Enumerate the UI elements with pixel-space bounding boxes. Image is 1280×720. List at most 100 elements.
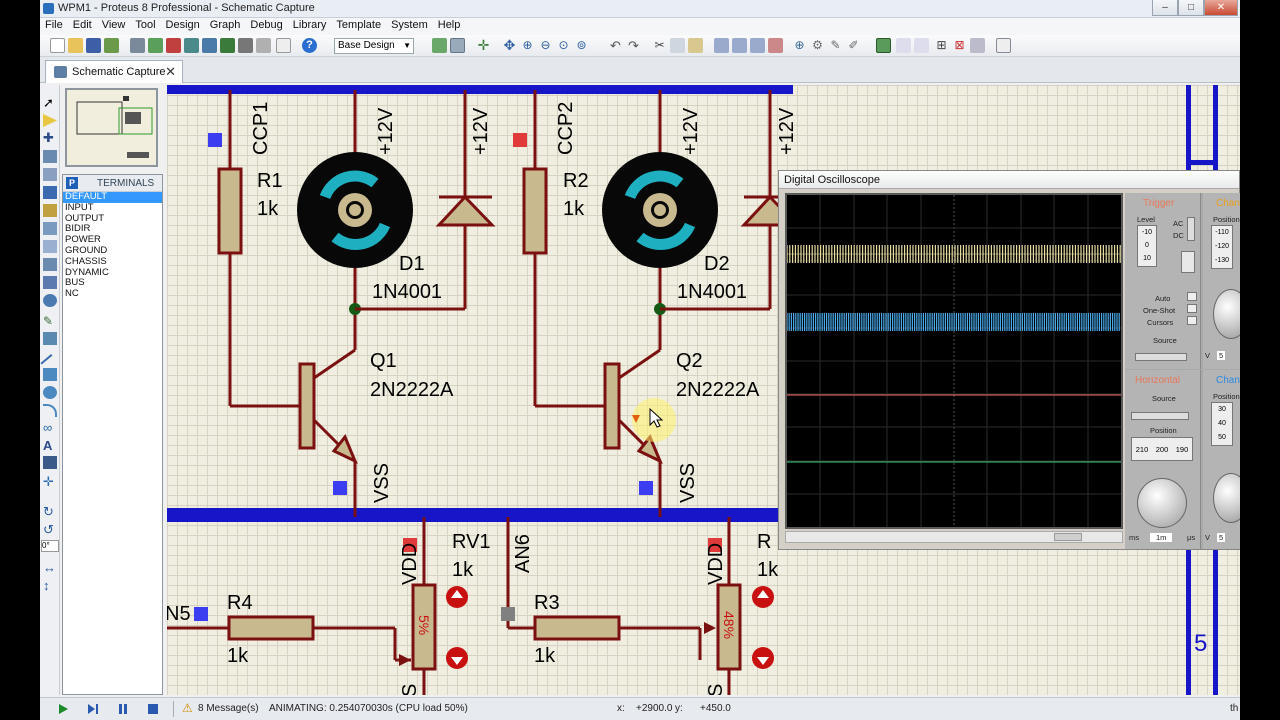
transistor-q1[interactable] (298, 362, 316, 450)
junction-mode-icon[interactable]: ✚ (43, 130, 54, 145)
timebase-value-field[interactable]: 1m (1150, 533, 1173, 542)
block-copy-icon[interactable] (714, 38, 729, 53)
transistor-q2[interactable] (603, 362, 621, 450)
terminal-item-power[interactable]: POWER (65, 234, 101, 246)
symbol-tool-icon[interactable] (43, 456, 57, 469)
wire-autorouter-icon[interactable] (876, 38, 891, 53)
instruments-mode-icon[interactable] (43, 332, 57, 345)
edge-select-switch[interactable] (1181, 251, 1195, 273)
undo-icon[interactable]: ↶ (610, 38, 621, 53)
packaging-tool-icon[interactable]: ✎ (830, 38, 841, 52)
menu-design[interactable]: Design (165, 19, 200, 31)
zoom-all-icon[interactable]: ⊙ (558, 38, 569, 52)
overview-window[interactable] (65, 88, 158, 167)
warning-icon[interactable]: ⚠ (182, 701, 193, 715)
terminal-item-ground[interactable]: GROUND (65, 244, 108, 256)
box-tool-icon[interactable] (43, 368, 57, 381)
make-device-icon[interactable]: ⚙ (812, 38, 823, 52)
design-explorer-icon[interactable] (220, 38, 235, 53)
zoom-in-icon[interactable]: ⊕ (522, 38, 533, 52)
arc-tool-icon[interactable] (43, 404, 57, 417)
terminal-an6[interactable] (501, 607, 515, 621)
netlist-icon[interactable] (996, 38, 1011, 53)
open-folder-icon[interactable] (68, 38, 83, 53)
terminal-item-input[interactable]: INPUT (65, 201, 94, 213)
zoom-out-icon[interactable]: ⊖ (540, 38, 551, 52)
cut-icon[interactable]: ✂ (654, 38, 665, 52)
block-delete-icon[interactable] (768, 38, 783, 53)
text-script-mode-icon[interactable] (43, 168, 57, 181)
terminal-ccp2[interactable] (513, 133, 527, 147)
mirror-vertical-icon[interactable]: ↕ (43, 578, 50, 593)
tape-recorder-icon[interactable] (43, 276, 57, 289)
path-tool-icon[interactable]: ∞ (43, 420, 53, 435)
maximize-button[interactable]: □ (1178, 0, 1204, 16)
rotate-cw-icon[interactable]: ↻ (43, 504, 54, 519)
pin-mode-icon[interactable] (43, 240, 57, 253)
trigger-source-slider[interactable] (1135, 353, 1187, 361)
stop-icon[interactable] (146, 702, 160, 716)
scrollbar-thumb[interactable] (1054, 533, 1082, 541)
decompose-icon[interactable]: ✐ (848, 38, 859, 52)
close-tab-icon[interactable]: ✕ (165, 64, 176, 79)
messages-count[interactable]: 8 Message(s) (198, 703, 259, 714)
terminal-vdd-right[interactable] (708, 538, 722, 552)
channel-a-volts-field[interactable]: 5 (1217, 351, 1226, 360)
component-mode-icon[interactable] (43, 114, 57, 127)
design-variant-select[interactable]: Base Design▼ (334, 38, 414, 54)
auto-toggle[interactable] (1187, 292, 1197, 301)
terminal-item-dynamic[interactable]: DYNAMIC (65, 266, 109, 278)
copy-icon[interactable] (670, 38, 685, 53)
refresh-icon[interactable] (432, 38, 447, 53)
oscilloscope-scrollbar[interactable] (785, 531, 1123, 543)
generator-mode-icon[interactable] (43, 294, 57, 307)
terminal-an5[interactable] (194, 607, 208, 621)
pause-icon[interactable] (116, 702, 130, 716)
one-shot-toggle[interactable] (1187, 304, 1197, 313)
menu-graph[interactable]: Graph (209, 19, 241, 31)
resistor-r2[interactable] (522, 167, 548, 255)
rotation-angle-field[interactable]: 0° (41, 540, 59, 552)
oscilloscope-titlebar[interactable]: Digital Oscilloscope (779, 171, 1239, 189)
menu-edit[interactable]: Edit (72, 19, 92, 31)
import-icon[interactable] (104, 38, 119, 53)
help-icon[interactable]: ? (302, 38, 317, 53)
marker-tool-icon[interactable]: ✛ (43, 474, 54, 489)
block-rotate-icon[interactable] (750, 38, 765, 53)
save-icon[interactable] (86, 38, 101, 53)
step-icon[interactable] (86, 702, 100, 716)
resistor-r3[interactable] (533, 615, 621, 641)
pan-icon[interactable]: ✥ (503, 37, 516, 53)
tab-schematic-capture[interactable]: Schematic Capture ✕ (45, 60, 183, 83)
paste-icon[interactable] (688, 38, 703, 53)
circle-tool-icon[interactable] (43, 386, 57, 399)
pick-device-icon[interactable]: ⊕ (794, 38, 805, 52)
pick-mode-badge[interactable]: P (66, 177, 78, 189)
trigger-level-wheel[interactable]: -10 0 10 (1137, 225, 1157, 267)
terminals-mode-icon[interactable] (43, 222, 57, 235)
menu-view[interactable]: View (101, 19, 126, 31)
cursors-toggle[interactable] (1187, 316, 1197, 325)
goto-sheet-icon[interactable] (970, 38, 985, 53)
origin-icon[interactable]: ✛ (477, 37, 490, 53)
channel-c-position-wheel[interactable]: 30 40 50 (1211, 402, 1233, 446)
menu-template[interactable]: Template (336, 19, 382, 31)
channel-a-position-wheel[interactable]: -110 -120 -130 (1211, 225, 1233, 269)
rotate-ccw-icon[interactable]: ↺ (43, 522, 54, 537)
subcircuit-mode-icon[interactable] (43, 204, 57, 217)
wire-label-mode-icon[interactable] (43, 150, 57, 163)
terminal-item-bus[interactable]: BUS (65, 277, 85, 289)
terminal-item-default[interactable]: DEFAULT (63, 191, 162, 203)
terminal-vss-right[interactable] (639, 481, 653, 495)
terminal-item-bidir[interactable]: BIDIR (65, 223, 91, 235)
menu-system[interactable]: System (391, 19, 428, 31)
new-file-icon[interactable] (50, 38, 65, 53)
horizontal-position-wheel[interactable]: 210 200 190 (1131, 437, 1193, 461)
terminal-vss-left[interactable] (333, 481, 347, 495)
grid-toggle-icon[interactable] (450, 38, 465, 53)
terminal-item-nc[interactable]: NC (65, 288, 79, 300)
diode-d1[interactable] (435, 194, 496, 227)
ac-dc-switch[interactable] (1187, 217, 1195, 241)
remove-sheet-icon[interactable]: ⊠ (954, 38, 965, 52)
zoom-area-icon[interactable]: ⊚ (576, 38, 587, 52)
